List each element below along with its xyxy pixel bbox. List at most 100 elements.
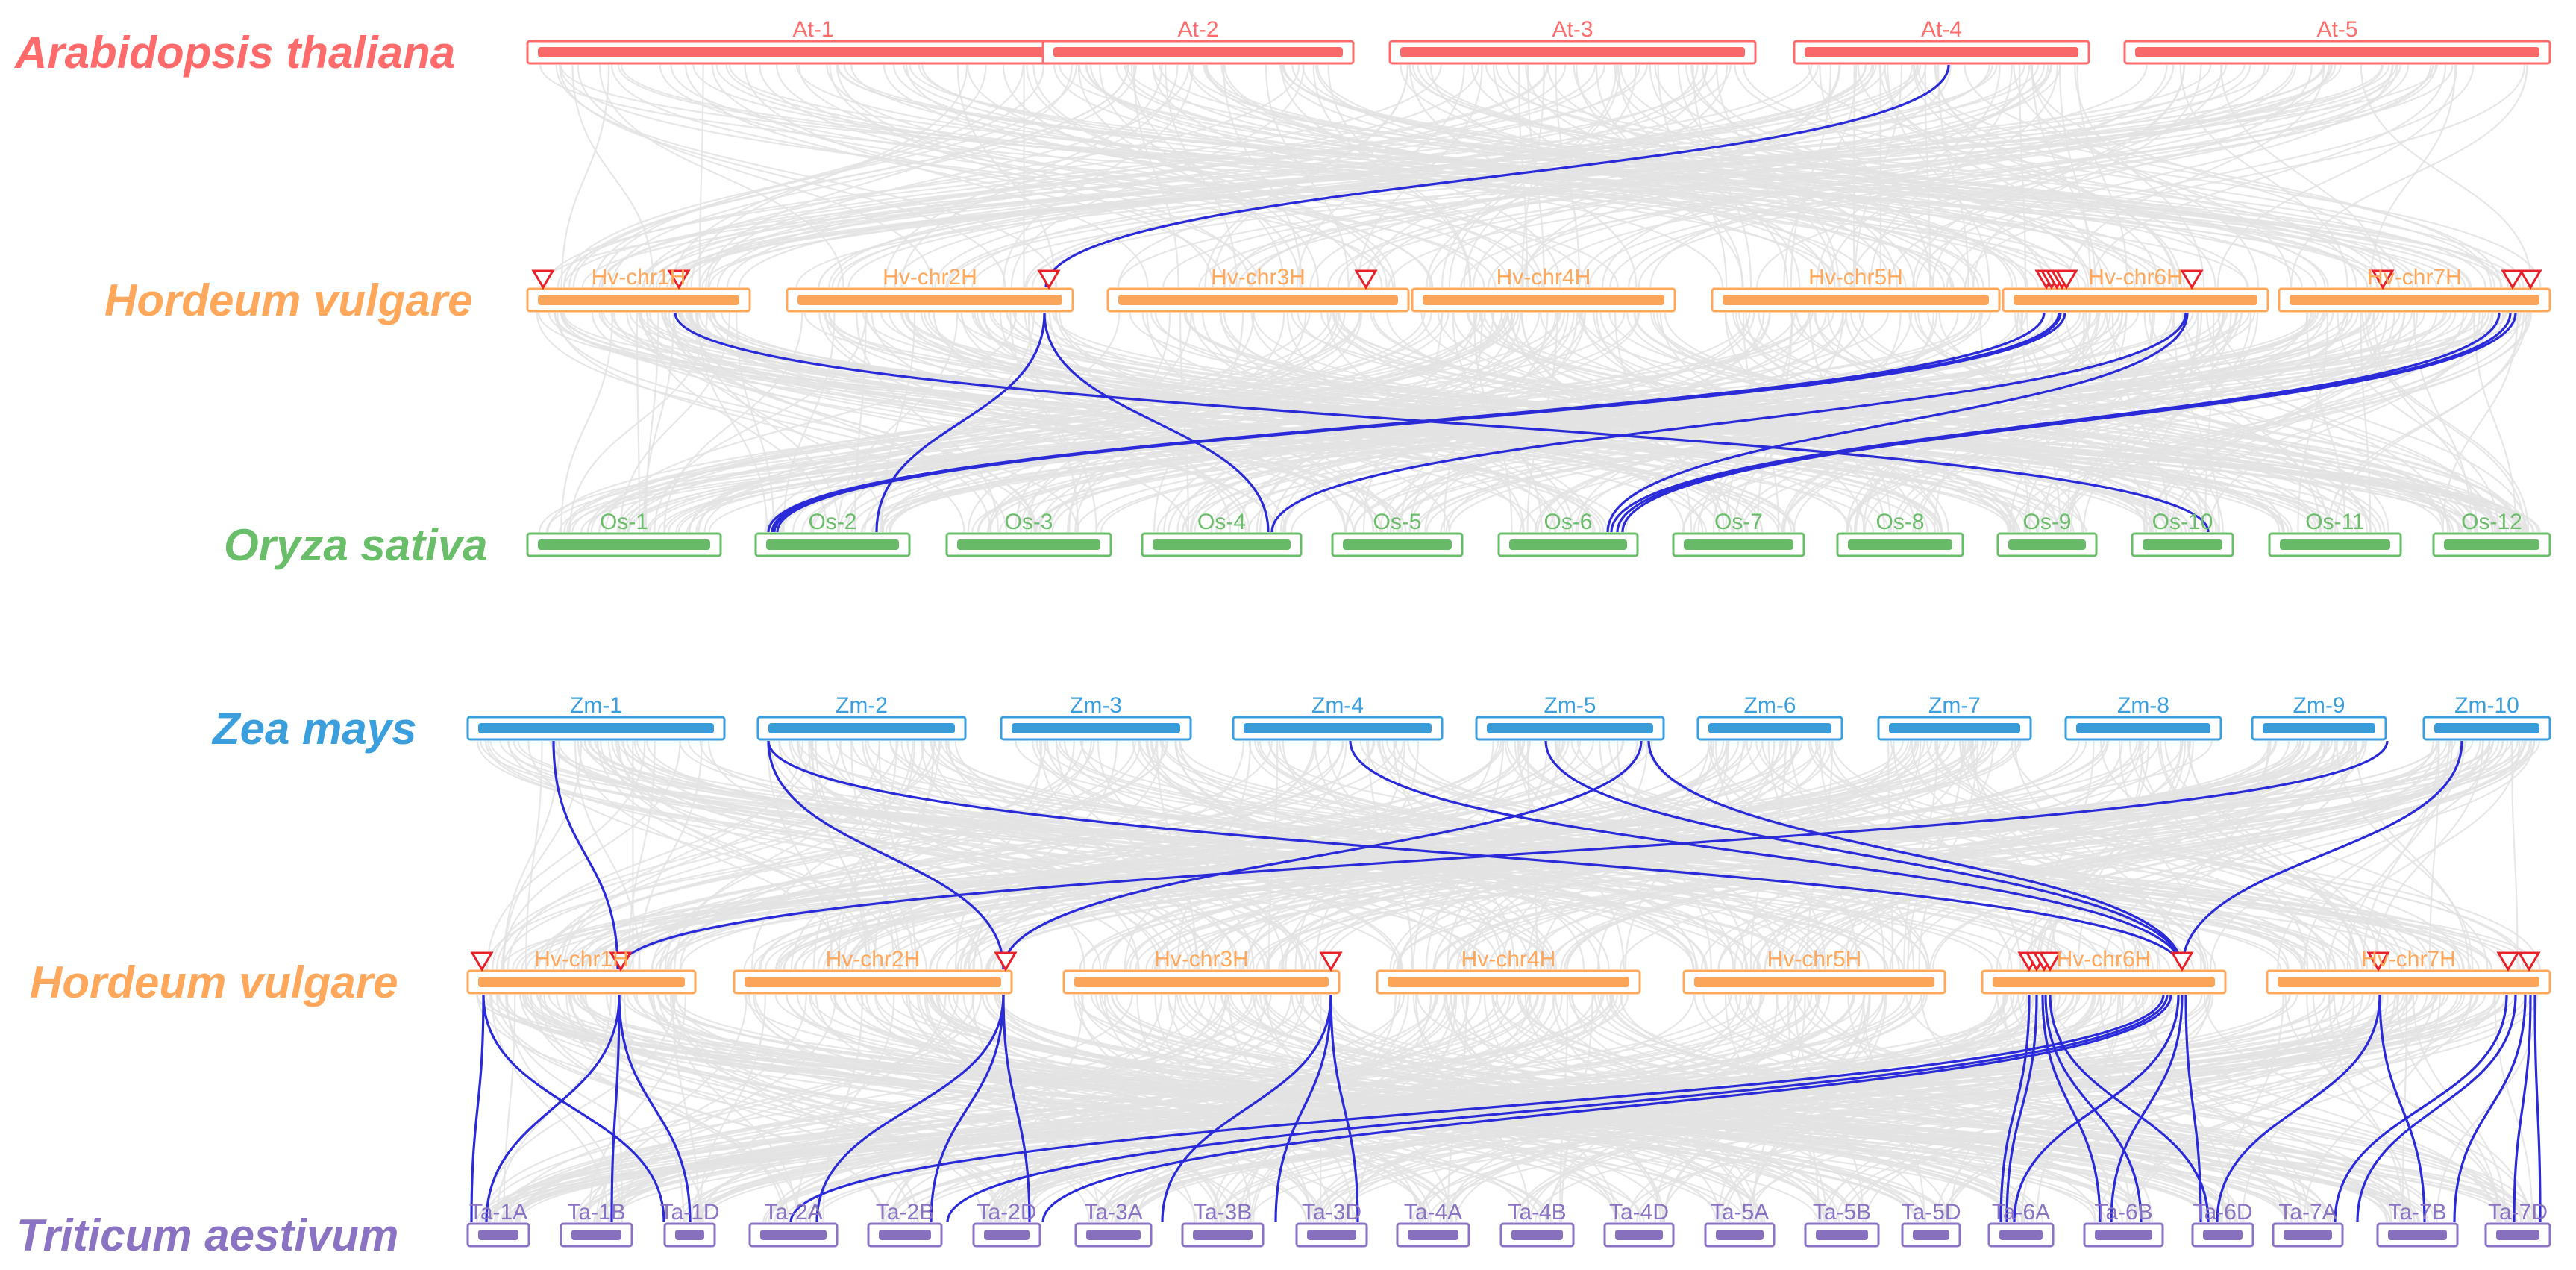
- chromosome-label: Zm-2: [836, 693, 888, 718]
- background-link: [2111, 312, 2170, 533]
- background-link: [591, 312, 1277, 533]
- background-link: [557, 64, 1442, 288]
- chromosome-label: Ta-5D: [1901, 1200, 1961, 1224]
- background-link: [1878, 64, 2160, 288]
- chromosome-label: Os-4: [1197, 510, 1246, 534]
- background-link: [2164, 740, 2489, 970]
- highlighted-link: [482, 994, 665, 1223]
- background-link: [1570, 740, 2465, 970]
- chromosome-bar: [2143, 539, 2222, 550]
- highlighted-link: [2110, 994, 2184, 1223]
- chromosome-label: Ta-3B: [1194, 1200, 1252, 1224]
- chromosome-label: Ta-1A: [469, 1200, 527, 1224]
- background-link: [2150, 312, 2388, 533]
- background-link: [552, 740, 1084, 970]
- gene-marker: [2180, 269, 2204, 290]
- background-link: [496, 740, 941, 970]
- highlighted-link: [618, 994, 692, 1223]
- chromosome-label: Hv-chr3H: [1211, 265, 1306, 290]
- gene-marker: [667, 269, 691, 290]
- background-link: [1887, 740, 1893, 970]
- gene-marker: [2519, 269, 2542, 290]
- gene-marker: [470, 951, 494, 972]
- background-link: [956, 64, 1056, 288]
- background-link: [2203, 994, 2532, 1223]
- background-link: [888, 312, 1796, 533]
- background-link: [555, 64, 1058, 288]
- background-link: [1746, 740, 2206, 970]
- background-link: [2026, 994, 2500, 1223]
- chromosome-bar: [675, 1230, 704, 1240]
- chromosome-bar: [478, 1230, 518, 1240]
- chromosome-bar: [1388, 977, 1629, 987]
- background-link: [882, 312, 1503, 533]
- background-link: [2216, 64, 2457, 288]
- gene-marker: [2170, 951, 2194, 972]
- highlighted-link: [2533, 994, 2542, 1223]
- background-link: [1870, 64, 2013, 288]
- background-link: [2029, 740, 2095, 970]
- background-link: [1700, 740, 2351, 970]
- background-link: [1447, 994, 1467, 1223]
- background-link: [847, 312, 1121, 533]
- chromosome-label: Zm-9: [2293, 693, 2345, 718]
- background-link: [1624, 994, 2539, 1223]
- background-link: [662, 312, 1355, 533]
- background-link: [751, 740, 914, 970]
- background-link: [1597, 994, 2415, 1223]
- species-label: Arabidopsis thaliana: [13, 28, 455, 78]
- background-link: [698, 64, 1480, 288]
- chromosome-bar: [2263, 723, 2375, 733]
- background-link: [524, 740, 543, 970]
- background-link: [1737, 312, 2226, 533]
- chromosome-tracks: [466, 40, 2551, 1248]
- chromosome-label: Hv-chr4H: [1461, 947, 1556, 972]
- background-link: [818, 312, 1247, 533]
- background-link: [927, 312, 1793, 533]
- highlighted-link: [2005, 994, 2038, 1223]
- background-link: [850, 740, 894, 970]
- gene-marker: [609, 951, 633, 972]
- background-link: [856, 312, 999, 533]
- background-link: [603, 740, 1566, 970]
- chromosome-bar: [1307, 1230, 1356, 1240]
- background-link: [971, 994, 1100, 1223]
- background-link: [2442, 312, 2519, 533]
- highlighted-link: [2334, 994, 2508, 1223]
- background-link: [705, 64, 1073, 288]
- chromosome-bar: [768, 723, 955, 733]
- background-link: [1379, 312, 1771, 533]
- background-link: [666, 740, 1344, 970]
- background-link: [1308, 994, 2459, 1223]
- background-link: [2022, 740, 2484, 970]
- chromosome-label: At-1: [792, 17, 833, 42]
- chromosome-bar: [538, 47, 1088, 57]
- background-link: [786, 994, 1766, 1223]
- background-link: [1996, 740, 2462, 970]
- background-link: [1407, 740, 2190, 970]
- background-link: [2303, 740, 2451, 970]
- species-label: Zea mays: [211, 704, 417, 754]
- chromosome-bar: [1053, 47, 1343, 57]
- background-link: [618, 312, 1626, 533]
- background-link: [490, 994, 1754, 1223]
- background-link: [1323, 740, 1987, 970]
- background-link: [1620, 64, 2113, 288]
- chromosome-bar: [1153, 539, 1291, 550]
- background-link: [1432, 740, 1798, 970]
- chromosome-label: Hv-chr5H: [1808, 265, 1903, 290]
- chromosome-label: Ta-2A: [764, 1200, 822, 1224]
- background-link: [699, 994, 1765, 1223]
- background-link: [1752, 740, 2494, 970]
- gene-marker: [1354, 269, 1378, 290]
- background-link: [854, 312, 867, 533]
- species-label: Oryza sativa: [224, 520, 488, 570]
- chromosome-bar: [1193, 1230, 1253, 1240]
- background-link: [891, 994, 1163, 1223]
- background-link: [1111, 994, 2497, 1223]
- background-link: [2042, 312, 2154, 533]
- background-link: [1282, 64, 2369, 288]
- highlighted-link: [1606, 312, 2189, 533]
